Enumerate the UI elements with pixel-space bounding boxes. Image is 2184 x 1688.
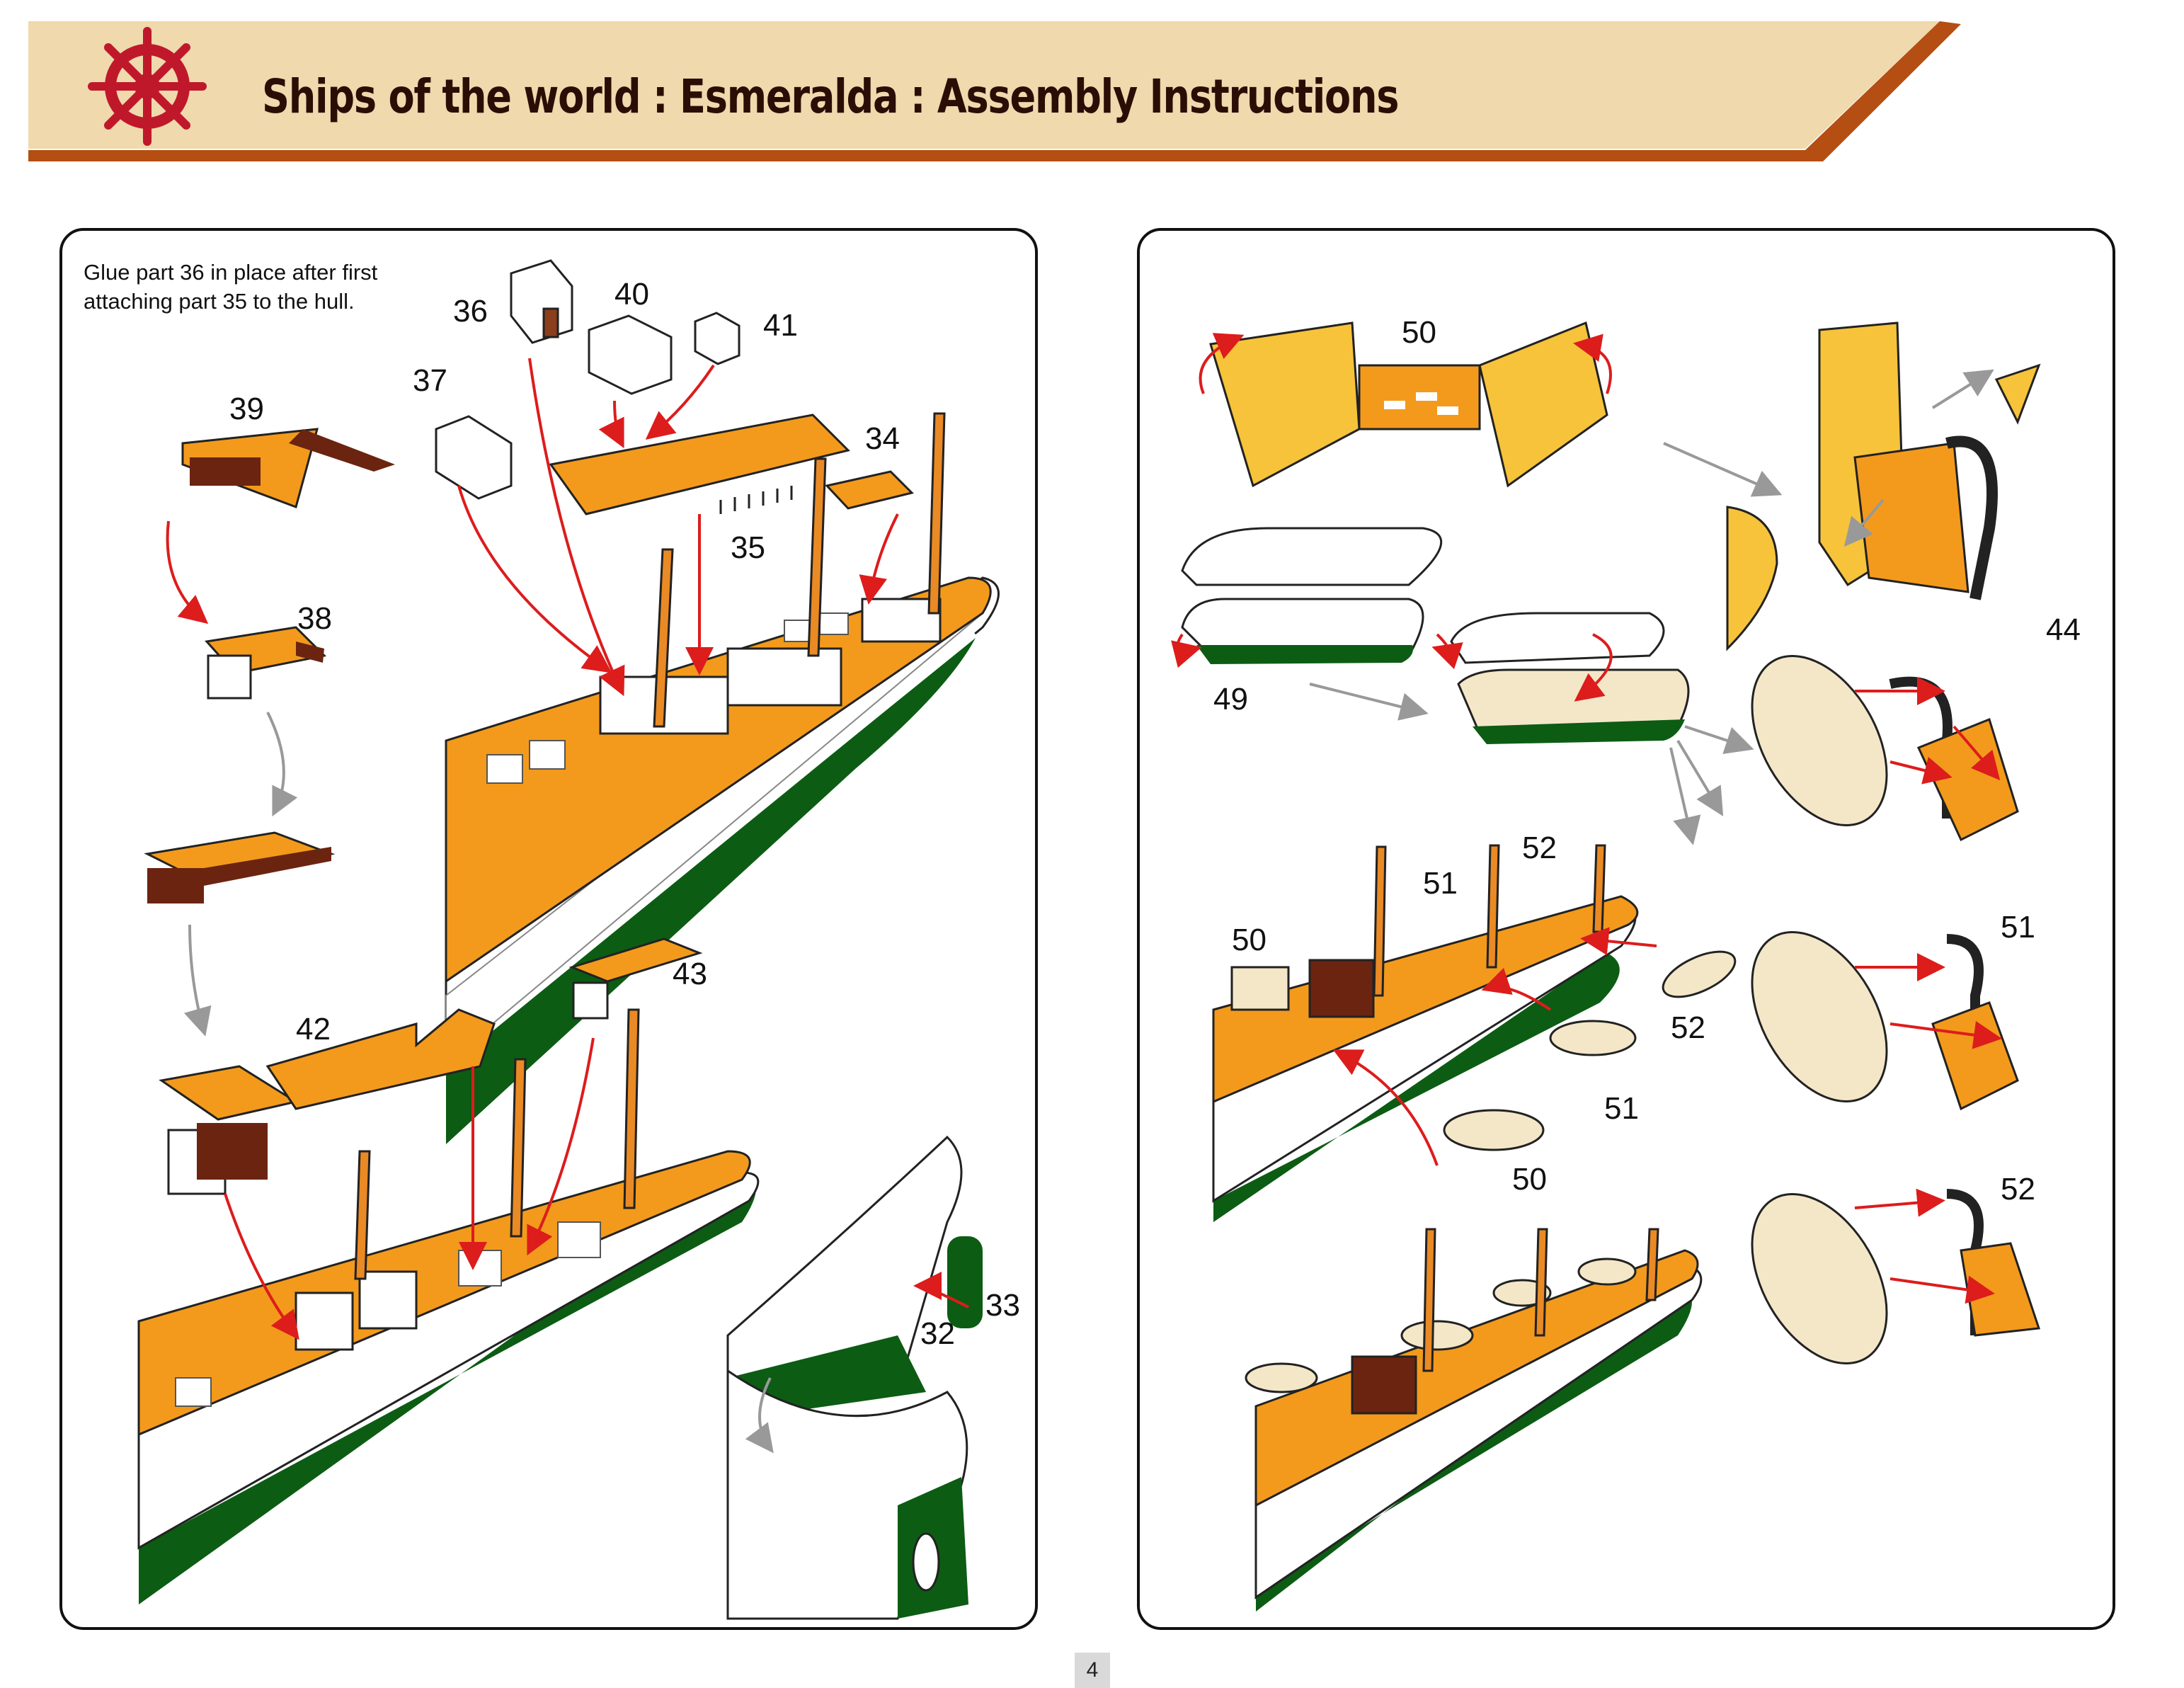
- part-49-boat-assembled: [1451, 613, 1688, 744]
- part-label-44: 44: [2046, 615, 2081, 646]
- part-44-folding: [1727, 323, 2039, 649]
- part-label-49: 49: [1213, 684, 1248, 715]
- lifeboat-51: [1725, 908, 2018, 1124]
- part-38-assembled: [147, 833, 331, 903]
- lifeboat-44: [1725, 632, 2018, 848]
- part-label-40: 40: [614, 279, 649, 310]
- part-label-34: 34: [865, 423, 900, 455]
- right-instruction-panel: 50 44 49 52 51 50 51 52 51 50 52: [1137, 228, 2115, 1630]
- page-title: Ships of the world : Esmeralda : Assembl…: [262, 69, 1398, 124]
- part-36: [511, 261, 572, 343]
- part-label-51-detail: 51: [2001, 912, 2035, 943]
- part-label-38: 38: [297, 603, 332, 634]
- part-label-37: 37: [413, 365, 447, 397]
- part-37: [436, 416, 511, 498]
- stern-detail-bottom: [728, 1371, 968, 1619]
- part-38: [207, 627, 324, 698]
- part-label-35: 35: [731, 532, 765, 564]
- part-label-41: 41: [763, 310, 798, 341]
- part-label-43: 43: [673, 959, 707, 990]
- part-label-50-ship: 50: [1232, 925, 1267, 956]
- part-label-50-top: 50: [1402, 317, 1436, 348]
- page-number: 4: [1075, 1653, 1110, 1688]
- part-label-52-boat: 52: [1671, 1013, 1705, 1044]
- part-label-36: 36: [453, 296, 488, 327]
- part-label-39: 39: [229, 394, 264, 425]
- ship-middle: [1213, 896, 1637, 1222]
- part-40: [589, 316, 671, 394]
- stern-detail-top: [728, 1137, 983, 1420]
- right-illustrations: [1140, 231, 2112, 1627]
- part-35: [551, 415, 848, 514]
- part-label-42: 42: [296, 1014, 331, 1045]
- part-39: [183, 429, 395, 507]
- part-label-32: 32: [920, 1318, 955, 1350]
- part-49-boat-flat: [1182, 528, 1441, 664]
- part-34: [827, 472, 912, 508]
- note-line-1: Glue part 36 in place after first: [84, 258, 377, 287]
- part-label-50-boat: 50: [1512, 1164, 1547, 1195]
- ship-hull-bottom: [139, 1151, 758, 1604]
- part-41: [695, 313, 739, 364]
- part-label-33: 33: [985, 1290, 1020, 1321]
- part-label-52-ship: 52: [1522, 833, 1557, 864]
- part-42-assembled: [161, 1066, 296, 1194]
- note-line-2: attaching part 35 to the hull.: [84, 287, 377, 316]
- part-label-51-ship: 51: [1423, 868, 1458, 899]
- lifeboat-52: [1725, 1170, 2039, 1386]
- part-label-52-detail: 52: [2001, 1174, 2035, 1205]
- left-instruction-panel: Glue part 36 in place after first attach…: [59, 228, 1038, 1630]
- part-label-51-boat: 51: [1604, 1093, 1639, 1124]
- ship-wheel-icon: [92, 31, 202, 142]
- ship-bottom: [1246, 1250, 1701, 1612]
- ship-hull-top: [446, 578, 999, 1144]
- assembly-note: Glue part 36 in place after first attach…: [84, 258, 377, 316]
